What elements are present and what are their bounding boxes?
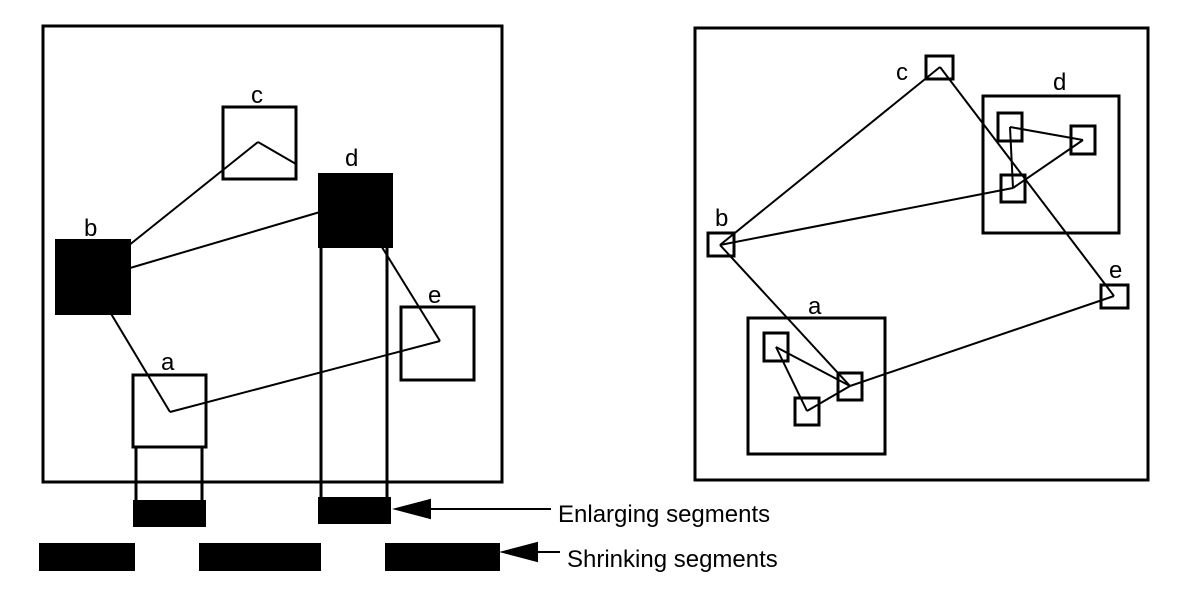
enlarging-arrow-head <box>392 498 431 520</box>
left-label-c: c <box>251 82 263 109</box>
left-label-b: b <box>84 215 97 242</box>
right-label-b: b <box>715 205 728 232</box>
left-edge-a-b <box>109 311 171 413</box>
shrinking-segment <box>385 543 500 571</box>
right-node-e <box>1099 283 1130 310</box>
shrinking-segments <box>39 543 500 571</box>
left-node-b <box>55 239 131 315</box>
left-node-a <box>131 373 208 449</box>
right-edge-e-a <box>849 295 1115 387</box>
right-edge-c-b <box>719 66 941 246</box>
right-panel-frame <box>693 26 1150 482</box>
left-edge-e-a <box>169 340 441 413</box>
enlarging-segment <box>133 500 206 527</box>
right-edge-c-e <box>939 66 1115 297</box>
enlarging-segments <box>133 497 391 527</box>
shrinking-arrow-head <box>499 541 538 563</box>
right-group-a <box>746 316 887 456</box>
right-edge-d2-d3 <box>1012 139 1084 189</box>
right-label-c: c <box>896 59 908 86</box>
legend-arrows <box>392 498 560 563</box>
left-edge-b-c <box>127 141 259 247</box>
right-group-d <box>981 94 1121 235</box>
right-node-a3 <box>793 396 821 427</box>
right-label-e: e <box>1109 257 1122 284</box>
right-edge-b-a <box>719 244 851 387</box>
left-path <box>109 141 441 413</box>
right-edge-d1-d2 <box>1009 126 1084 141</box>
left-node-e <box>399 305 476 382</box>
right-nodes <box>706 54 1130 427</box>
left-projections <box>134 247 389 500</box>
left-label-d: d <box>345 145 358 172</box>
enlarging-caption: Enlarging segments <box>558 501 770 528</box>
right-edge-d3-d1 <box>1009 126 1014 189</box>
right-path <box>719 66 1115 412</box>
right-edge-b-d <box>719 187 1014 246</box>
shrinking-segment <box>39 543 135 571</box>
right-edge-a1-a3 <box>775 346 808 412</box>
left-node-d <box>318 173 393 248</box>
right-edge-a2-a1 <box>775 346 851 387</box>
left-label-a: a <box>161 349 175 376</box>
right-label-d: d <box>1053 69 1066 96</box>
left-edge-b-d <box>129 211 321 269</box>
left-edge-c-d <box>257 141 297 165</box>
left-label-e: e <box>428 282 441 309</box>
left-panel: a b c d e <box>41 24 504 500</box>
shrinking-segment <box>199 543 321 571</box>
left-panel-frame <box>41 24 504 484</box>
shrinking-caption: Shrinking segments <box>567 546 778 573</box>
right-label-a: a <box>808 293 822 320</box>
left-edge-d-e <box>379 243 441 342</box>
enlarging-segment <box>318 497 391 524</box>
right-panel: a b c d e <box>693 26 1150 482</box>
right-edge-a3-a2 <box>806 385 851 412</box>
